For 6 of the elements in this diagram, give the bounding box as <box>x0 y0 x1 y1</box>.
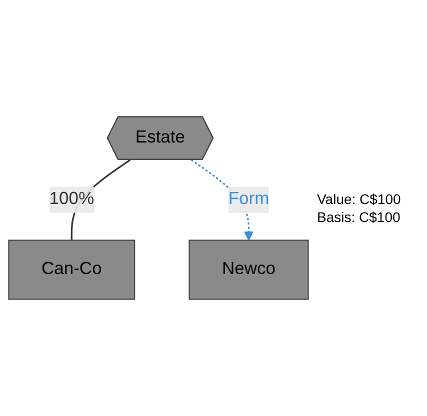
edge-label: 100% <box>49 190 94 209</box>
edge-label: Form <box>228 190 270 209</box>
note-label: Value: C$100 <box>317 191 402 207</box>
note-label: Basis: C$100 <box>317 209 402 225</box>
node-box: Newco <box>188 240 309 300</box>
node-box: Can-Co <box>8 240 136 300</box>
